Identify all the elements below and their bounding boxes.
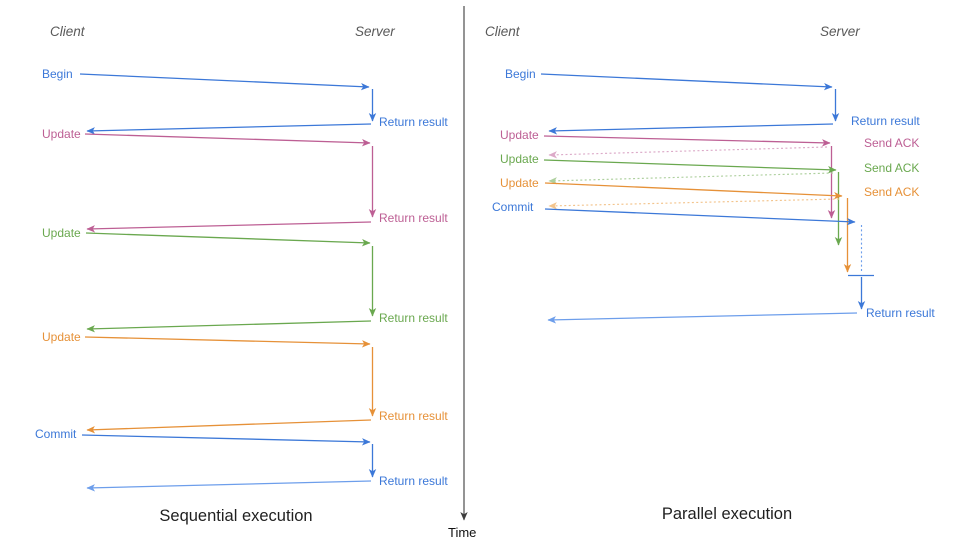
left-server-column-label: Server	[355, 24, 395, 39]
left-update3-label: Update	[42, 330, 81, 344]
left-update1-request-arrow	[84, 133, 371, 147]
right-begin-response-arrow	[548, 123, 834, 135]
right-begin-request-arrow	[540, 73, 833, 91]
right-panel: Client Server Begin Return result Update…	[485, 24, 935, 523]
left-begin-label: Begin	[42, 67, 73, 81]
left-begin-response-arrow	[86, 123, 372, 135]
right-begin-response-label: Return result	[851, 114, 920, 128]
right-update3-label: Update	[500, 176, 539, 190]
left-step-commit: Commit Return result	[35, 427, 448, 492]
left-commit-label: Commit	[35, 427, 77, 441]
right-step-update-3: Update Send ACK	[500, 176, 919, 273]
right-update3-ack-arrow	[548, 198, 840, 210]
time-axis-label: Time	[448, 525, 476, 540]
left-update2-response-label: Return result	[379, 311, 448, 325]
left-update1-response-label: Return result	[379, 211, 448, 225]
left-step-begin: Begin Return result	[42, 67, 448, 135]
right-update2-ack-arrow	[548, 172, 834, 185]
left-commit-response-label: Return result	[379, 474, 448, 488]
left-commit-request-arrow	[81, 434, 371, 446]
left-update3-request-arrow	[84, 336, 371, 348]
left-update2-response-arrow	[86, 320, 372, 333]
left-commit-response-arrow	[86, 480, 372, 492]
left-update2-label: Update	[42, 226, 81, 240]
right-update3-ack-label: Send ACK	[864, 185, 919, 199]
right-update1-ack-label: Send ACK	[864, 136, 919, 150]
left-update3-response-arrow	[86, 419, 372, 434]
right-update2-label: Update	[500, 152, 539, 166]
right-client-column-label: Client	[485, 24, 521, 39]
left-update1-response-arrow	[86, 221, 372, 233]
right-begin-label: Begin	[505, 67, 536, 81]
left-begin-response-label: Return result	[379, 115, 448, 129]
left-step-update-1: Update Return result	[42, 127, 448, 233]
left-update2-request-arrow	[85, 232, 371, 247]
left-update3-response-label: Return result	[379, 409, 448, 423]
right-server-column-label: Server	[820, 24, 860, 39]
right-update2-request-arrow	[543, 159, 837, 174]
right-panel-caption: Parallel execution	[662, 505, 792, 523]
right-update1-request-arrow	[543, 135, 831, 147]
right-step-begin: Begin Return result	[505, 67, 920, 135]
time-axis: Time	[448, 6, 476, 540]
right-commit-response-label: Return result	[866, 306, 935, 320]
right-update1-label: Update	[500, 128, 539, 142]
left-panel: Client Server Begin Return result Update…	[35, 24, 448, 525]
right-commit-response-arrow	[547, 312, 858, 324]
right-commit-request-arrow	[544, 208, 856, 226]
right-update3-request-arrow	[544, 182, 843, 200]
right-step-update-2: Update Send ACK	[500, 152, 919, 246]
right-step-commit: Commit Return result	[492, 200, 935, 324]
right-update1-ack-arrow	[548, 146, 828, 159]
left-client-column-label: Client	[50, 24, 86, 39]
left-update1-label: Update	[42, 127, 81, 141]
right-commit-label: Commit	[492, 200, 534, 214]
right-update2-ack-label: Send ACK	[864, 161, 919, 175]
right-step-update-1: Update Send ACK	[500, 128, 919, 219]
left-panel-caption: Sequential execution	[159, 507, 312, 525]
left-step-update-3: Update Return result	[42, 330, 448, 434]
left-begin-request-arrow	[79, 73, 370, 91]
left-step-update-2: Update Return result	[42, 226, 448, 333]
